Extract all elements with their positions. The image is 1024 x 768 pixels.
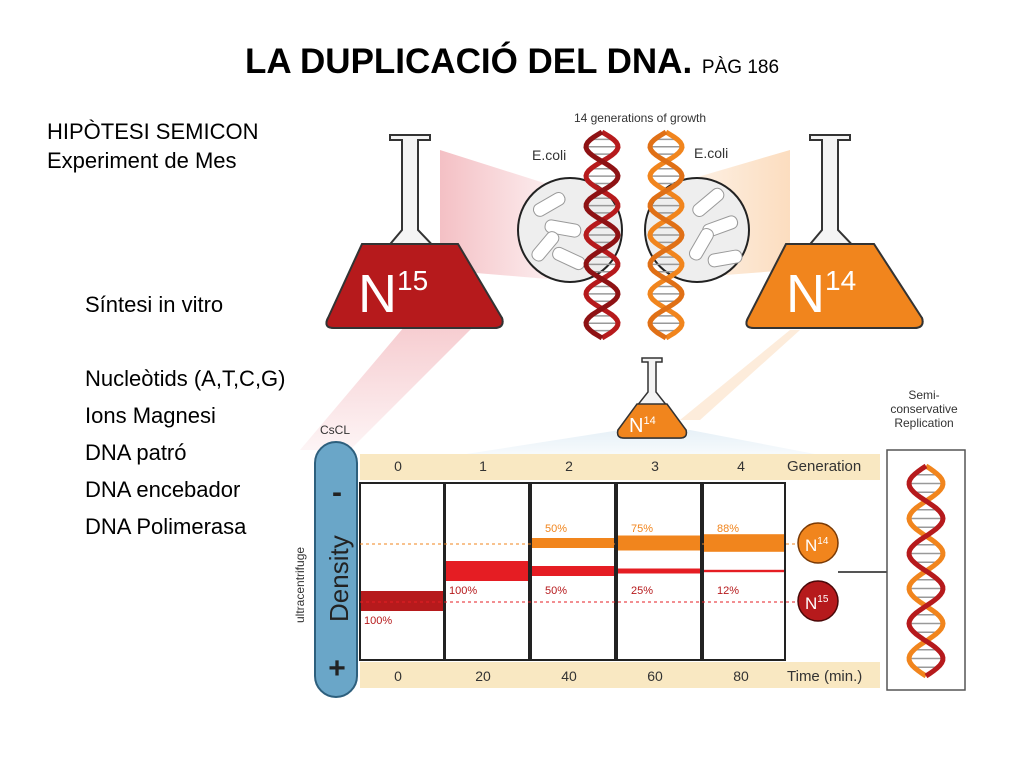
n14-pct-label: 75% — [631, 523, 653, 535]
list-item: DNA patró — [85, 440, 187, 465]
time-tick: 80 — [733, 668, 749, 684]
n15-band — [532, 566, 614, 576]
dna-helix-n15 — [583, 129, 621, 341]
svg-text:N15: N15 — [805, 594, 829, 613]
top-caption: 14 generations of growth — [574, 111, 706, 125]
tube-plus-sign: + — [328, 652, 346, 685]
generation-tick: 1 — [479, 458, 487, 474]
hypothesis-line-2: Experiment de Mes — [47, 148, 237, 173]
tube-minus-sign: - — [332, 476, 342, 509]
n14-band — [532, 538, 614, 548]
beam-down — [300, 320, 480, 450]
requirements-list: Síntesi in vitro Nucleòtids (A,T,C,G) Io… — [85, 286, 286, 545]
time-strip — [360, 662, 880, 688]
semi-helix — [906, 463, 946, 679]
generation-tick: 4 — [737, 458, 745, 474]
time-tick: 60 — [647, 668, 663, 684]
ecoli-right-label: E.coli — [694, 145, 728, 161]
flask-small-n14: N14 — [616, 357, 688, 439]
list-item: Nucleòtids (A,T,C,G) — [85, 366, 286, 391]
n15-badge: N15 — [797, 580, 839, 622]
list-item: Síntesi in vitro — [85, 292, 224, 317]
list-item: DNA encebador — [85, 477, 241, 502]
n15-pct-label: 25% — [631, 585, 653, 597]
n15-pct-label: 50% — [545, 585, 567, 597]
generation-strip — [360, 454, 880, 480]
generation-tick: 0 — [394, 458, 402, 474]
n15-band — [361, 591, 443, 611]
beam-right-down — [680, 330, 800, 420]
n15-pct-label: 100% — [364, 615, 392, 627]
time-tick: 40 — [561, 668, 577, 684]
time-tick: 20 — [475, 668, 491, 684]
ecoli-left-label: E.coli — [532, 147, 566, 163]
generation-tick: 3 — [651, 458, 659, 474]
cscl-tube: - + Density — [314, 441, 358, 698]
flask-n14-label: N14 — [786, 264, 856, 324]
dna-helix-n14 — [647, 129, 685, 341]
hypothesis-text: HIPÒTESI SEMICON Experiment de Mes — [47, 117, 287, 175]
list-item: DNA Polimerasa — [85, 514, 247, 539]
flask-n15: N15 — [325, 134, 504, 329]
title-main: LA DUPLICACIÓ DEL DNA. — [244, 42, 693, 81]
ultracentrifuge-label: ultracentrifuge — [293, 547, 307, 623]
n15-pct-label: 100% — [449, 585, 477, 597]
tube-density-label: Density — [324, 535, 354, 622]
beam-small-flask — [460, 430, 820, 455]
hypothesis-line-1: HIPÒTESI SEMICON — [47, 119, 259, 144]
n15-band — [704, 569, 784, 573]
generation-tick: 2 — [565, 458, 573, 474]
flask-small-label: N14 — [629, 415, 656, 437]
svg-text:N14: N14 — [805, 536, 829, 555]
n14-badge: N14 — [797, 522, 839, 564]
tube-label: CsCL — [320, 423, 350, 437]
n15-band — [446, 561, 528, 581]
n14-pct-label: 50% — [545, 523, 567, 535]
time-tick: 0 — [394, 668, 402, 684]
n15-band — [618, 568, 700, 574]
n14-band — [704, 534, 784, 552]
n14-pct-label: 88% — [717, 523, 739, 535]
n15-pct-label: 12% — [717, 585, 739, 597]
title-page-ref: PÀG 186 — [701, 57, 780, 78]
flask-n14: N14 — [745, 134, 924, 329]
list-item: Ions Magnesi — [85, 403, 216, 428]
n14-band — [618, 535, 700, 551]
slide-title: LA DUPLICACIÓ DEL DNA. PÀG 186 — [0, 42, 1024, 82]
time-label: Time (min.) — [787, 668, 862, 685]
ecoli-cluster-right — [644, 177, 750, 283]
tube-column — [359, 482, 445, 661]
flask-n15-label: N15 — [358, 264, 428, 324]
generation-label: Generation — [787, 458, 861, 475]
